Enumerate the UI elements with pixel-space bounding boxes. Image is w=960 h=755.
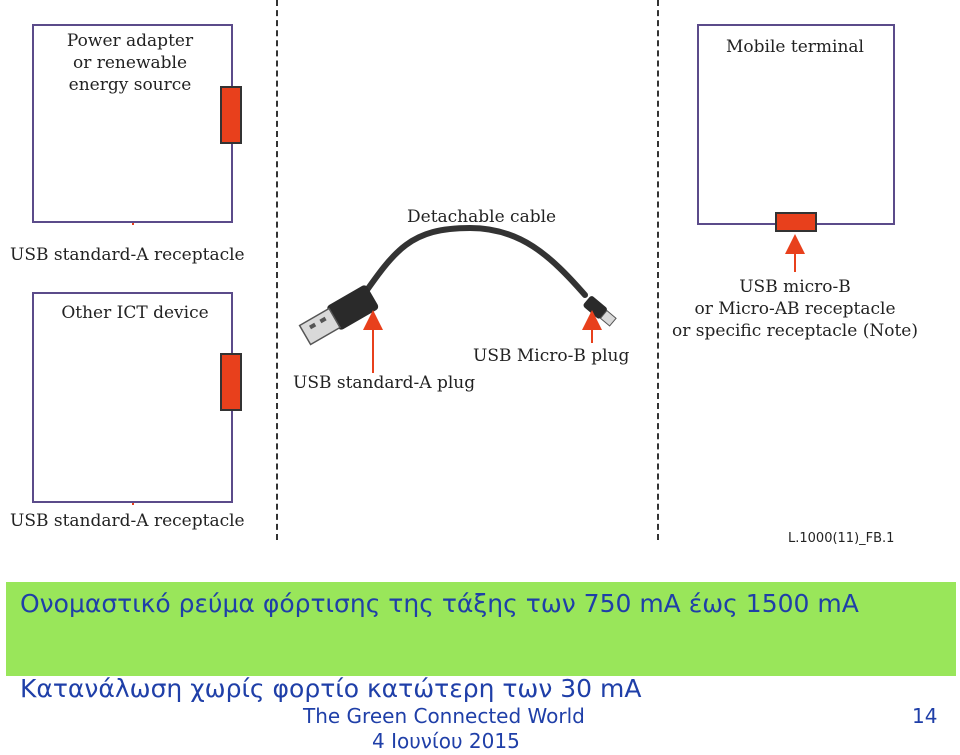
micro-receptacle-label: USB micro-B or Micro-AB receptacle or sp…: [655, 276, 935, 342]
usb-a-plug-label: USB standard-A plug: [293, 373, 476, 393]
usb-a-receptacle-top-label: USB standard-A receptacle: [10, 245, 245, 265]
micro-receptacle-line-2: or Micro-AB receptacle: [694, 299, 896, 319]
usb-a-receptacle-bottom-label: USB standard-A receptacle: [10, 511, 245, 531]
detachable-cable-wire: [357, 224, 588, 303]
page-number: 14: [912, 704, 938, 728]
footer-title: The Green Connected World: [303, 704, 585, 728]
micro-receptacle-line-1: USB micro-B: [739, 277, 851, 297]
mobile-terminal-label: Mobile terminal: [726, 37, 864, 57]
power-adapter-line-2: or renewable: [72, 53, 188, 73]
divider-left: [276, 0, 278, 540]
usb-a-receptacle-top: [220, 86, 242, 144]
charging-current-text: Ονομαστικό ρεύμα φόρτισης της τάξης των …: [20, 589, 859, 618]
diagram-connectors: [132, 105, 805, 505]
usb-a-plug-icon: [298, 285, 379, 346]
power-adapter-label: Power adapter or renewable energy source: [45, 30, 215, 96]
power-adapter-line-3: energy source: [68, 75, 192, 95]
charging-current-highlight: Ονομαστικό ρεύμα φόρτισης της τάξης των …: [6, 582, 956, 676]
divider-right: [657, 0, 659, 540]
micro-receptacle-line-3: or specific receptacle (Note): [672, 321, 918, 341]
other-ict-device-label: Other ICT device: [61, 303, 209, 323]
power-adapter-box: [32, 24, 233, 223]
usb-micro-b-plug-icon: [583, 296, 617, 327]
figure-id: L.1000(11)_FB.1: [788, 531, 895, 546]
micro-ab-receptacle: [775, 212, 817, 232]
detachable-cable-label: Detachable cable: [407, 207, 557, 227]
power-adapter-line-1: Power adapter: [66, 31, 194, 51]
usb-a-receptacle-bottom: [220, 353, 242, 411]
usb-micro-b-plug-label: USB Micro-B plug: [473, 346, 630, 366]
no-load-consumption-text: Κατανάλωση χωρίς φορτίο κατώτερη των 30 …: [20, 674, 642, 703]
footer-date: 4 Ιουνίου 2015: [372, 729, 520, 753]
mobile-terminal-box: [697, 24, 895, 225]
